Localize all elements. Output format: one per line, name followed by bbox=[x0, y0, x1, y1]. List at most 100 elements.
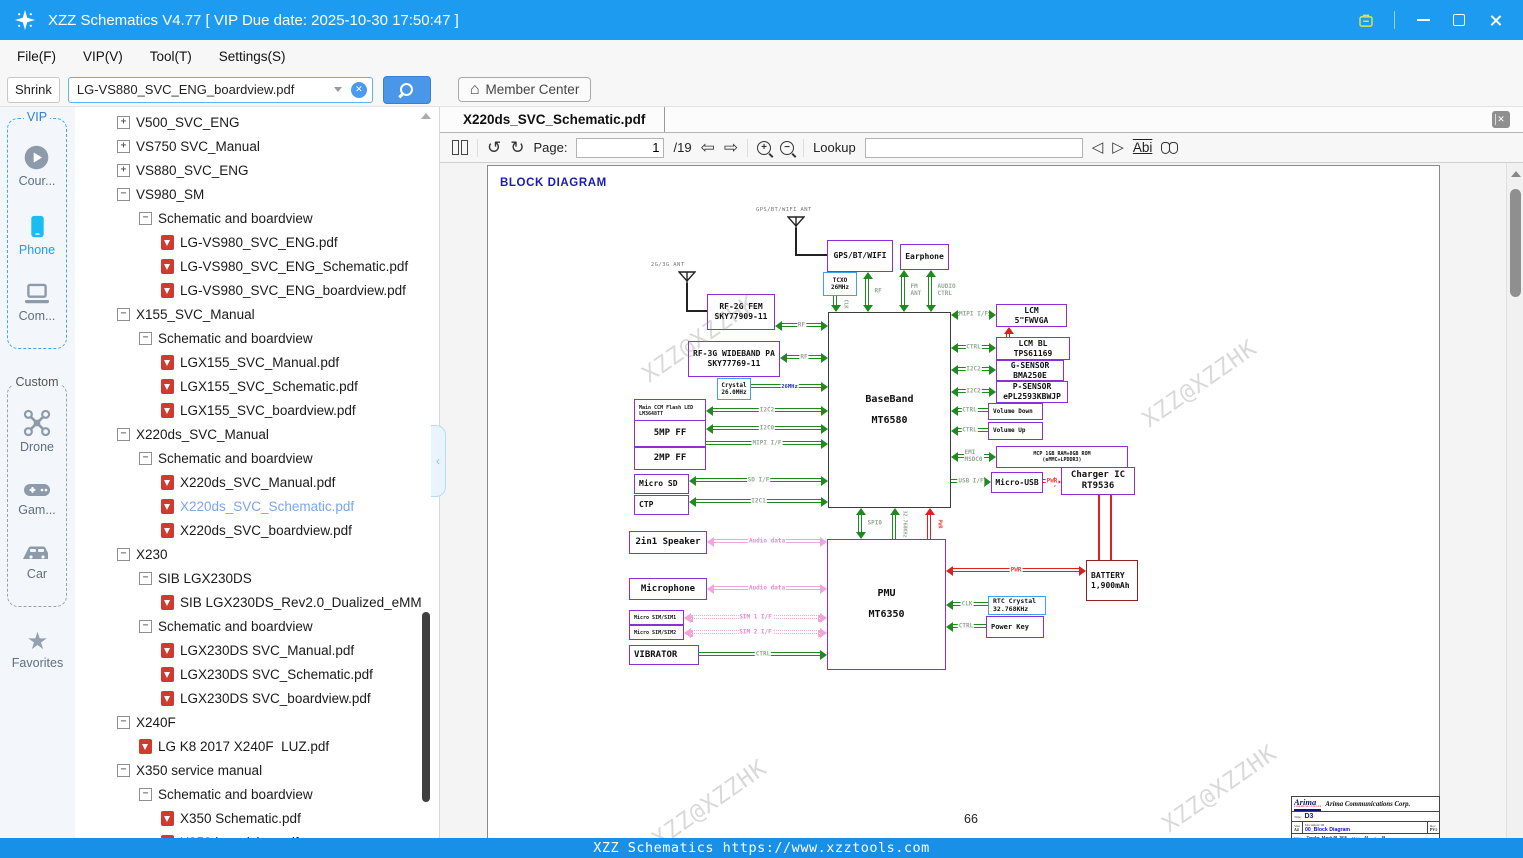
tree-collapse-handle[interactable]: ‹ bbox=[431, 425, 446, 497]
minimize-button[interactable] bbox=[1415, 12, 1431, 28]
member-center-button[interactable]: ⌂ Member Center bbox=[457, 77, 592, 102]
tree-toggle-icon[interactable]: − bbox=[139, 571, 152, 585]
close-document-icon[interactable]: ✕ bbox=[1492, 111, 1510, 128]
menu-tool[interactable]: Tool(T) bbox=[149, 49, 192, 64]
rotate-right-icon[interactable]: ↻ bbox=[510, 138, 525, 157]
tree-group-item[interactable]: −X350 service manual bbox=[75, 758, 439, 782]
tree-file-item[interactable]: X220ds_SVC_Schematic.pdf bbox=[75, 494, 439, 518]
tree-file-item[interactable]: LGX155_SVC_boardview.pdf bbox=[75, 398, 439, 422]
tree-file-item[interactable]: X350 Schematic.pdf bbox=[75, 806, 439, 830]
tree-group-item[interactable]: −VS980_SM bbox=[75, 182, 439, 206]
zoom-in-icon[interactable]: + bbox=[757, 140, 772, 155]
sidebar-item-phone[interactable]: Phone bbox=[19, 213, 55, 257]
shrink-button[interactable]: Shrink bbox=[7, 76, 60, 103]
pdf-scrollbar-thumb[interactable] bbox=[1510, 189, 1521, 297]
lookup-input[interactable] bbox=[864, 137, 1083, 158]
maximize-button[interactable] bbox=[1451, 12, 1467, 28]
tree-toggle-icon[interactable]: − bbox=[139, 619, 152, 633]
tree-group-item[interactable]: −Schematic and boardview bbox=[75, 614, 439, 638]
menu-file[interactable]: File(F) bbox=[17, 49, 56, 64]
clear-icon[interactable]: ✕ bbox=[350, 81, 367, 98]
tree-group-item[interactable]: −Schematic and boardview bbox=[75, 206, 439, 230]
scroll-up-icon[interactable] bbox=[1511, 171, 1521, 177]
tree-group-item[interactable]: −Schematic and boardview bbox=[75, 782, 439, 806]
previous-page-icon[interactable]: ⇦ bbox=[700, 138, 715, 157]
tree-file-item[interactable]: LG-VS980_SVC_ENG_Schematic.pdf bbox=[75, 254, 439, 278]
menu-vip[interactable]: VIP(V) bbox=[83, 49, 123, 64]
arrow-head bbox=[684, 612, 691, 623]
zoom-out-icon[interactable]: − bbox=[780, 140, 795, 155]
pdf-icon bbox=[161, 810, 174, 826]
page-number-input[interactable] bbox=[576, 137, 665, 158]
tree-group-item[interactable]: −X220ds_SVC_Manual bbox=[75, 422, 439, 446]
file-tree: +V500_SVC_ENG+VS750 SVC_Manual+VS880_SVC… bbox=[75, 107, 439, 838]
tree-group-item[interactable]: −X230 bbox=[75, 542, 439, 566]
chevron-down-icon[interactable] bbox=[333, 87, 342, 92]
tree-toggle-icon[interactable]: − bbox=[117, 715, 130, 729]
tree-file-item[interactable]: LGX230DS SVC_Schematic.pdf bbox=[75, 662, 439, 686]
tree-file-item[interactable]: LGX155_SVC_Manual.pdf bbox=[75, 350, 439, 374]
tree-group-item[interactable]: −Schematic and boardview bbox=[75, 446, 439, 470]
diagram-arrow bbox=[1003, 327, 1014, 337]
arrow-head bbox=[821, 381, 828, 392]
binoculars-icon[interactable] bbox=[1161, 141, 1179, 154]
diagram-box-label: MT6350 bbox=[868, 609, 905, 620]
tree-toggle-icon[interactable]: − bbox=[139, 331, 152, 345]
tree-file-item[interactable]: X220ds_SVC_boardview.pdf bbox=[75, 518, 439, 542]
tree-toggle-icon[interactable]: + bbox=[117, 163, 130, 177]
search-combobox[interactable]: LG-VS880_SVC_ENG_boardview.pdf ✕ bbox=[67, 76, 373, 103]
close-button[interactable] bbox=[1487, 12, 1503, 28]
tree-scrollbar-thumb[interactable] bbox=[422, 612, 430, 802]
tree-toggle-icon[interactable]: − bbox=[117, 427, 130, 441]
tree-toggle-icon[interactable]: + bbox=[117, 115, 130, 129]
tree-group-item[interactable]: + VS750 SVC_Manual bbox=[75, 134, 439, 158]
tree-group-item[interactable]: −X155_SVC_Manual bbox=[75, 302, 439, 326]
tab-document[interactable]: X220ds_SVC_Schematic.pdf bbox=[440, 107, 666, 132]
menu-settings[interactable]: Settings(S) bbox=[218, 49, 286, 64]
tree-file-item[interactable]: LG K8 2017 X240F LUZ.pdf bbox=[75, 734, 439, 758]
sidebar-item-drone[interactable]: Drone bbox=[20, 409, 54, 454]
tree-toggle-icon[interactable]: − bbox=[117, 547, 130, 561]
tree-toggle-icon[interactable]: − bbox=[139, 787, 152, 801]
pdf-scrollbar[interactable] bbox=[1506, 163, 1523, 838]
next-page-icon[interactable]: ⇨ bbox=[723, 138, 739, 157]
sidebar-item-favorites[interactable]: ★ Favorites bbox=[0, 630, 75, 671]
tree-group-item[interactable]: +VS880_SVC_ENG bbox=[75, 158, 439, 182]
tree-toggle-icon[interactable]: − bbox=[117, 187, 130, 201]
tree-group-item[interactable]: +V500_SVC_ENG bbox=[75, 110, 439, 134]
tree-toggle-icon[interactable]: − bbox=[117, 307, 130, 321]
next-result-icon[interactable]: ▷ bbox=[1112, 139, 1124, 156]
tree-file-item[interactable]: LGX230DS SVC_boardview.pdf bbox=[75, 686, 439, 710]
home-icon: ⌂ bbox=[469, 80, 480, 98]
tree-file-item[interactable]: LGX155_SVC_Schematic.pdf bbox=[75, 374, 439, 398]
tree-toggle-icon[interactable]: − bbox=[117, 763, 130, 777]
tree-toggle-icon[interactable]: − bbox=[139, 451, 152, 465]
tree-group-item[interactable]: −Schematic and boardview bbox=[75, 326, 439, 350]
tree-file-item[interactable]: LGX230DS SVC_Manual.pdf bbox=[75, 638, 439, 662]
sidebar-item-label: Favorites bbox=[11, 656, 64, 670]
tree-toggle-icon[interactable]: − bbox=[139, 211, 152, 225]
tree-scroll-up-icon[interactable] bbox=[421, 113, 431, 119]
tree-group-item[interactable]: −SIB LGX230DS bbox=[75, 566, 439, 590]
tree-group-item[interactable]: −X240F bbox=[75, 710, 439, 734]
sidebar-item-car[interactable]: Car bbox=[23, 542, 51, 581]
match-case-icon[interactable]: Abi bbox=[1132, 140, 1153, 155]
two-page-view-icon[interactable] bbox=[452, 140, 468, 155]
tree-file-item[interactable]: SIB LGX230DS_Rev2.0_Dualized_eMM bbox=[75, 590, 439, 614]
tree-item-label: VS750 SVC_Manual bbox=[136, 138, 260, 154]
previous-result-icon[interactable]: ◁ bbox=[1091, 139, 1104, 156]
tree-file-item[interactable]: X220ds_SVC_Manual.pdf bbox=[75, 470, 439, 494]
sidebar-item-computer[interactable]: Com... bbox=[19, 281, 55, 323]
search-button[interactable] bbox=[382, 75, 431, 104]
tree-file-item[interactable]: LG-VS980_SVC_ENG.pdf bbox=[75, 230, 439, 254]
sidebar-item-game[interactable]: Gam... bbox=[18, 480, 56, 517]
briefcase-icon[interactable] bbox=[1358, 12, 1374, 28]
tree-file-item[interactable]: LG-VS980_SVC_ENG_boardview.pdf bbox=[75, 278, 439, 302]
tree-toggle-icon[interactable]: + bbox=[117, 139, 130, 153]
app-logo-icon bbox=[14, 9, 36, 31]
tree-file-item[interactable]: X350 boardview.pdf bbox=[75, 830, 439, 838]
tree-item-label: Schematic and boardview bbox=[158, 450, 313, 466]
titlebar-divider bbox=[1394, 11, 1395, 29]
rotate-left-icon[interactable]: ↺ bbox=[487, 138, 502, 157]
sidebar-item-course[interactable]: Cour... bbox=[19, 144, 55, 188]
